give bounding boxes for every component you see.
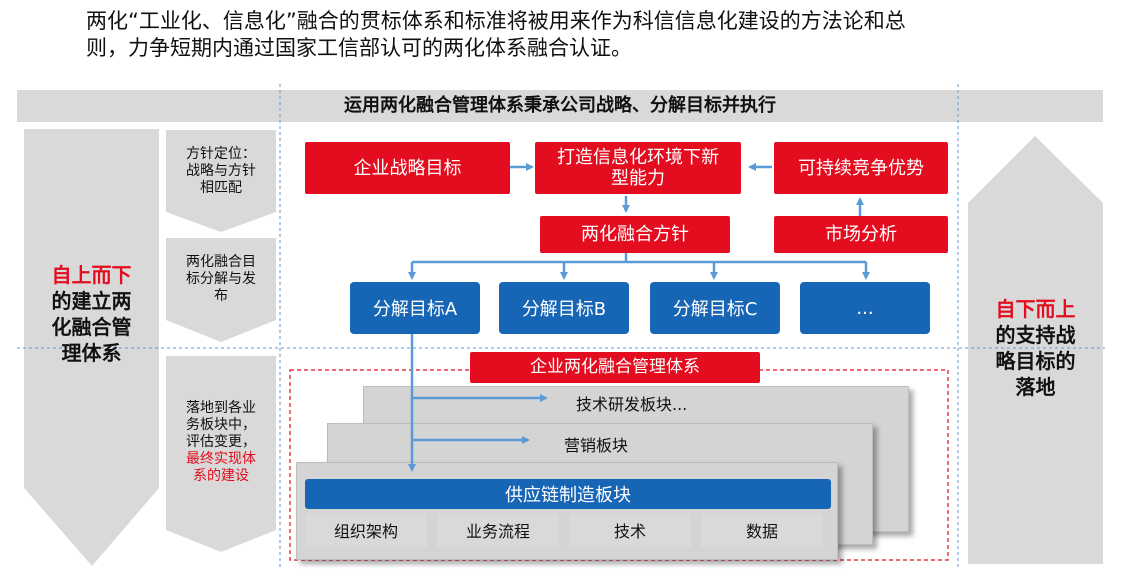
step-chevron-3 [166, 356, 276, 552]
step-2-line-3: 布 [214, 288, 228, 304]
supply-chain-header: 供应链制造板块 [305, 479, 831, 509]
step-1-line-2: 战略与方针 [186, 163, 256, 179]
integration-policy-box: 两化融合方针 [540, 216, 730, 253]
right-line-2: 略目标的 [995, 349, 1076, 373]
goal-box-a: 分解目标A [350, 282, 480, 334]
new-capability-line-2: 型能力 [611, 168, 665, 189]
left-direction-text: 自上而下 的建立两 化融合管 理体系 [24, 262, 159, 366]
step-2-text: 两化融合目 标分解与发 布 [166, 254, 276, 305]
cell-business-process: 业务流程 [437, 513, 559, 547]
competitive-advantage-box: 可持续竞争优势 [774, 142, 948, 194]
intro-line-1: 两化“工业化、信息化”融合的贯标体系和标准将被用来作为科信信息化建设的方法论和总 [86, 9, 906, 33]
goal-box-c: 分解目标C [650, 282, 780, 334]
left-line-1: 的建立两 [51, 289, 132, 313]
new-capability-line-1: 打造信息化环境下新 [557, 147, 719, 168]
layer-supply-chain: 供应链制造板块 组织架构 业务流程 技术 数据 [296, 462, 838, 560]
step-3-line-1: 落地到各业 [186, 400, 256, 416]
layer-marketing-label: 营销板块 [564, 436, 629, 455]
right-line-1: 的支持战 [995, 323, 1076, 347]
intro-line-2: 则，力争短期内通过国家工信部认可的两化体系融合认证。 [86, 36, 632, 60]
right-direction-text: 自下而上 的支持战 略目标的 落地 [968, 296, 1103, 400]
left-line-2: 化融合管 [51, 315, 132, 339]
step-2-line-2: 标分解与发 [186, 271, 256, 287]
bottom-up-label: 自下而上 [995, 297, 1076, 321]
right-line-3: 落地 [1015, 375, 1056, 399]
cell-data: 数据 [701, 513, 823, 547]
strategy-banner: 运用两化融合管理体系秉承公司战略、分解目标并执行 [17, 90, 1103, 122]
step-1-text: 方针定位： 战略与方针 相匹配 [166, 146, 276, 197]
step-3-text: 落地到各业 务板块中， 评估变更， 最终实现体 系的建设 [166, 400, 276, 485]
enterprise-strategy-box: 企业战略目标 [305, 142, 510, 194]
intro-text: 两化“工业化、信息化”融合的贯标体系和标准将被用来作为科信信息化建设的方法论和总… [86, 8, 1086, 62]
step-chevron-2 [166, 238, 276, 342]
step-3-line-2: 务板块中， [186, 417, 256, 433]
step-1-line-1: 方针定位： [186, 146, 256, 162]
goal-box-b: 分解目标B [499, 282, 629, 334]
layer-tech-rd-label: 技术研发板块... [576, 395, 688, 414]
market-analysis-box: 市场分析 [774, 216, 948, 253]
step-2-line-1: 两化融合目 [186, 254, 256, 270]
step-3-highlight-1: 最终实现体 [186, 451, 256, 467]
cell-technology: 技术 [569, 513, 691, 547]
new-capability-box: 打造信息化环境下新 型能力 [535, 142, 741, 194]
top-down-label: 自上而下 [51, 263, 132, 287]
step-3-highlight-2: 系的建设 [193, 468, 249, 484]
system-title-box: 企业两化融合管理体系 [470, 352, 760, 383]
goal-box-more: ... [800, 282, 930, 334]
step-chevron-1 [166, 130, 276, 232]
cell-organization: 组织架构 [305, 513, 427, 547]
step-1-line-3: 相匹配 [200, 180, 242, 196]
step-3-line-3: 评估变更， [186, 434, 256, 450]
right-up-arrow [968, 136, 1103, 564]
left-line-3: 理体系 [61, 341, 122, 365]
